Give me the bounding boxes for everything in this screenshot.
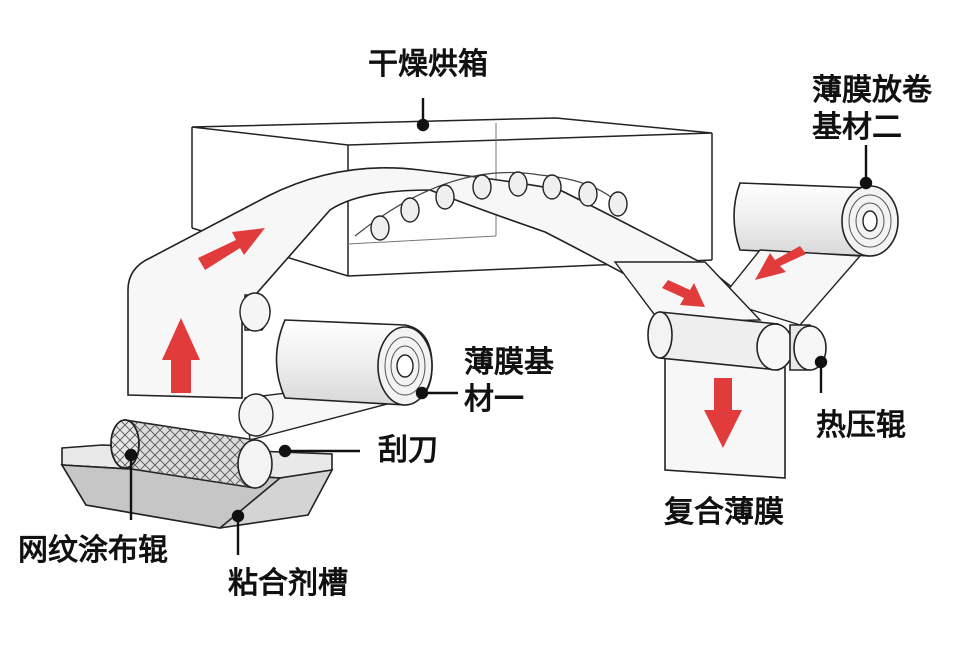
arrow-down-nip [662, 280, 705, 307]
label-film-unwind-2-line2: 基材二 [812, 110, 902, 145]
arrow-down-output [704, 378, 742, 448]
arrow-up-left-web [162, 318, 200, 393]
label-doctor-blade: 刮刀 [378, 433, 438, 468]
label-heat-press-roller: 热压辊 [816, 408, 906, 443]
arrow-diagonal-up [198, 228, 265, 270]
guide-roller-upper [239, 292, 271, 332]
flow-arrows [162, 228, 806, 448]
leader-lines [124, 98, 873, 555]
oven-guide-rollers [370, 171, 628, 241]
film-web-left [127, 167, 750, 399]
label-film-substrate-1-line2: 材一 [464, 382, 524, 417]
heat-press-rollers [647, 311, 827, 371]
guide-roller-lower [238, 393, 274, 437]
label-adhesive-tank: 粘合剂槽 [228, 566, 348, 601]
arrow-from-roll-2 [755, 246, 806, 280]
film-roll-substrate-1 [275, 319, 433, 406]
label-composite-film: 复合薄膜 [664, 495, 784, 530]
label-film-unwind-2-line1: 薄膜放卷 [812, 73, 932, 108]
label-drying-oven: 干燥烘箱 [368, 47, 488, 82]
label-film-substrate-1-line1: 薄膜基 [464, 345, 554, 380]
label-anilox-roller: 网纹涂布辊 [18, 533, 168, 568]
film-roll-substrate-2 [733, 182, 899, 257]
